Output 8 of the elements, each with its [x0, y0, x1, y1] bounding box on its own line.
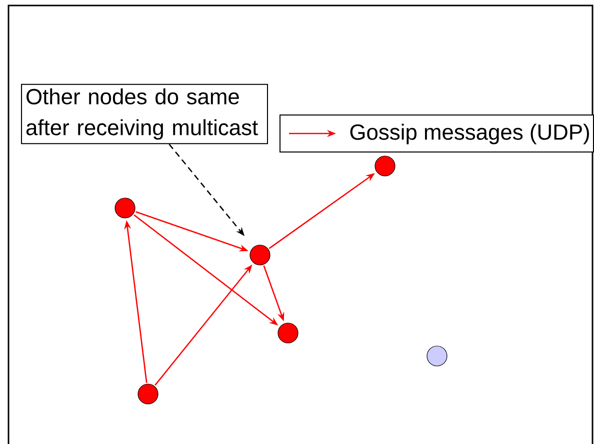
- node-circle: [138, 384, 158, 404]
- node-circle: [250, 244, 270, 266]
- node-circle: [374, 156, 396, 176]
- node-circle: [278, 322, 298, 344]
- node-circle: [114, 198, 136, 218]
- callout-box: Other nodes do same after receiving multicast: [21, 84, 268, 144]
- legend-box: Gossip messages (UDP): [280, 114, 594, 152]
- node-circle: [426, 346, 448, 366]
